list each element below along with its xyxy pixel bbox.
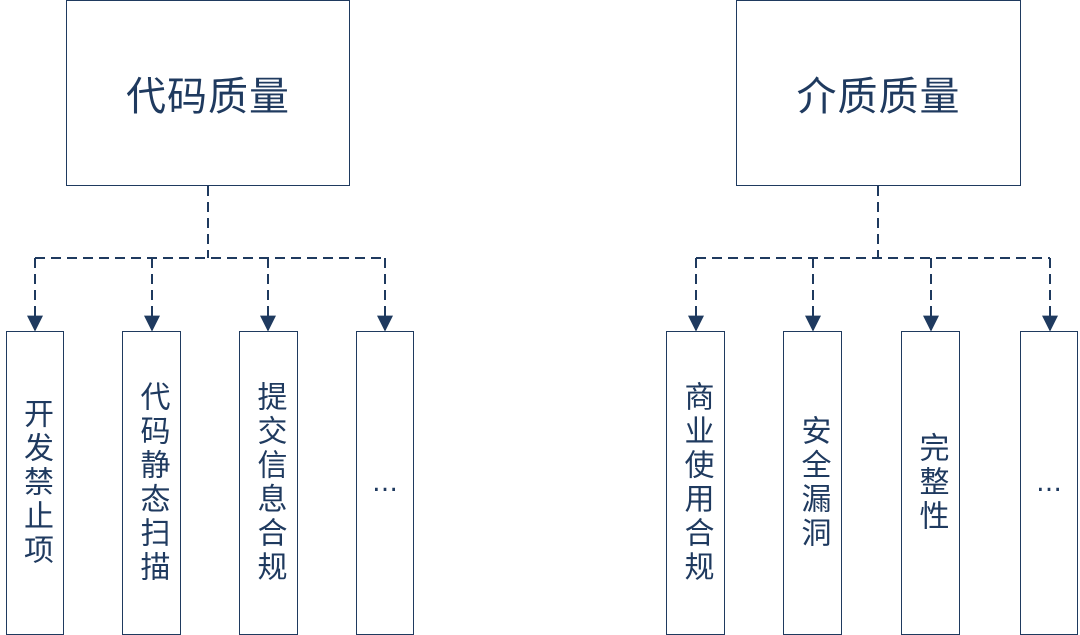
leaf-node-label: 安全漏洞 (795, 415, 831, 551)
leaf-node-label: … (372, 468, 398, 498)
leaf-node: 开发禁止项 (6, 331, 64, 635)
root-node-media-quality: 介质质量 (736, 0, 1021, 186)
leaf-node: … (1020, 331, 1078, 635)
leaf-node: 提交信息合规 (239, 331, 298, 635)
root-node-label: 代码质量 (126, 74, 290, 120)
leaf-node-label: 完整性 (913, 432, 949, 534)
leaf-node-label: … (1036, 468, 1062, 498)
leaf-node: 安全漏洞 (783, 331, 842, 635)
leaf-node: 代码静态扫描 (122, 331, 181, 635)
leaf-node-label: 商业使用合规 (678, 381, 714, 585)
root-node-code-quality: 代码质量 (66, 0, 350, 186)
leaf-node-label: 提交信息合规 (251, 381, 287, 585)
leaf-node: 商业使用合规 (666, 331, 725, 635)
leaf-node-label: 开发禁止项 (18, 398, 53, 568)
leaf-node: … (356, 331, 414, 635)
leaf-node-label: 代码静态扫描 (134, 381, 170, 585)
leaf-node: 完整性 (901, 331, 960, 635)
root-node-label: 介质质量 (796, 74, 961, 120)
